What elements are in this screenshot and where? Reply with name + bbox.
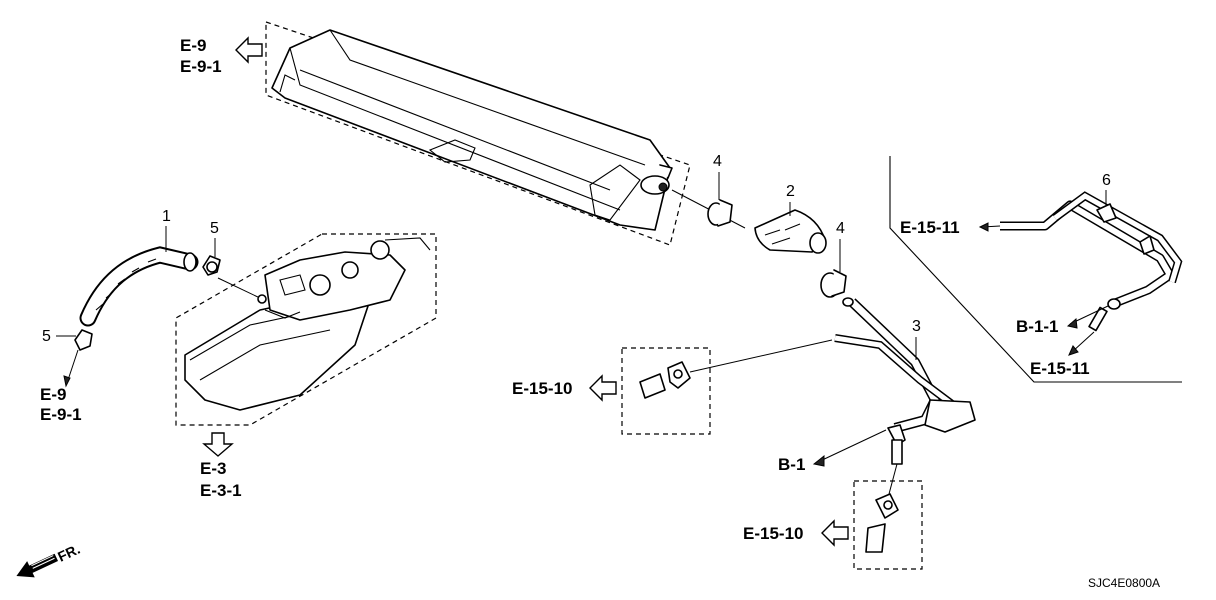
part-number-4-lower[interactable]: 4	[836, 220, 845, 237]
ref-e9-left[interactable]: E-9	[40, 385, 66, 404]
part-number-5-lower[interactable]: 5	[42, 328, 51, 345]
pipe-part-6	[1000, 191, 1183, 332]
clip-part-4-lower	[820, 269, 847, 298]
part-number-3[interactable]: 3	[912, 318, 921, 335]
part-number-4-upper[interactable]: 4	[713, 153, 722, 170]
front-marker-label: FR.	[55, 541, 82, 565]
intake-cover-region	[265, 21, 691, 246]
ref-arrow-mid	[589, 374, 617, 402]
diagram-code: SJC4E0800A	[1088, 576, 1160, 590]
ref-arrow-top	[235, 36, 263, 64]
ref-b11[interactable]: B-1-1	[1016, 317, 1059, 336]
part-number-5-upper[interactable]: 5	[210, 220, 219, 237]
connector-mid	[639, 361, 691, 399]
ref-e9-top[interactable]: E-9	[180, 36, 206, 55]
connector-bottom	[865, 493, 899, 553]
ref-e1510-mid[interactable]: E-15-10	[512, 379, 572, 398]
intake-cover	[271, 29, 671, 231]
clip-part-5-lower	[74, 329, 93, 351]
front-direction-icon: FR.	[16, 541, 82, 578]
part-number-2[interactable]: 2	[786, 183, 795, 200]
clip-part-5-upper	[202, 255, 221, 276]
ref-e91-left[interactable]: E-9-1	[40, 405, 82, 424]
part-number-6[interactable]: 6	[1102, 172, 1111, 189]
ref-e31[interactable]: E-3-1	[200, 481, 242, 500]
engine-region	[175, 233, 437, 426]
inset-border	[889, 156, 1182, 383]
hose-part-2	[754, 209, 827, 254]
ref-arrow-bottom	[821, 519, 849, 547]
ref-e3[interactable]: E-3	[200, 459, 226, 478]
ref-e1511-top[interactable]: E-15-11	[900, 218, 960, 237]
ref-e1511-bottom[interactable]: E-15-11	[1030, 359, 1090, 378]
hose-part-1	[79, 246, 199, 327]
connector-box-bottom	[853, 480, 923, 570]
part-number-1[interactable]: 1	[162, 208, 171, 225]
ref-b1[interactable]: B-1	[778, 455, 805, 474]
ref-e1510-bottom[interactable]: E-15-10	[743, 524, 803, 543]
clip-part-4-upper	[707, 199, 733, 227]
ref-arrow-down	[202, 432, 234, 457]
connector-box-mid	[621, 347, 711, 435]
ref-e91-top[interactable]: E-9-1	[180, 57, 222, 76]
pipe-part-3	[834, 297, 976, 465]
